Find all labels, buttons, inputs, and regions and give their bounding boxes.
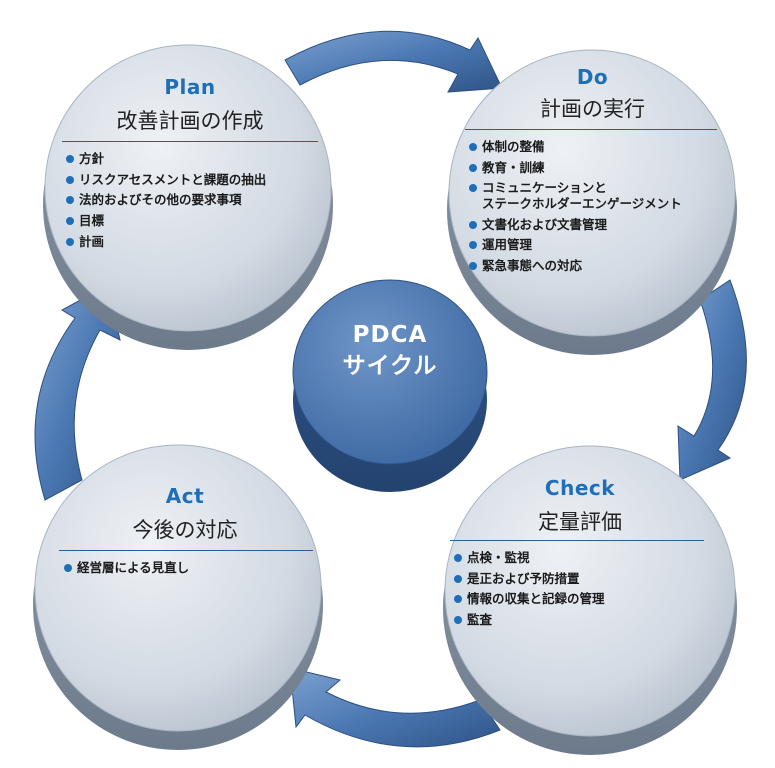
check-content: Check 定量評価 点検・監視 是正および予防措置 情報の収集と記録の管理 監… — [450, 476, 710, 676]
list-item: 監査 — [453, 612, 708, 628]
plan-items: 方針 リスクアセスメントと課題の抽出 法的およびその他の要求事項 目標 計画 — [65, 151, 320, 254]
do-divider — [465, 129, 717, 130]
list-item: 教育・訓練 — [468, 160, 730, 176]
list-item: 点検・監視 — [453, 550, 708, 566]
center-label: PDCA サイクル — [290, 320, 490, 382]
check-title-en: Check — [544, 476, 616, 500]
plan-divider — [62, 141, 318, 142]
list-item: 目標 — [65, 213, 320, 229]
act-title-ja: 今後の対応 — [132, 518, 238, 542]
plan-content: Plan 改善計画の作成 方針 リスクアセスメントと課題の抽出 法的およびその他… — [60, 75, 320, 295]
act-divider — [59, 550, 313, 551]
act-content: Act 今後の対応 経営層による見直し — [55, 484, 315, 604]
plan-title-en: Plan — [164, 75, 216, 99]
list-item: 経営層による見直し — [63, 560, 313, 576]
list-item: リスクアセスメントと課題の抽出 — [65, 172, 320, 188]
list-item: 方針 — [65, 151, 320, 167]
list-item: 法的およびその他の要求事項 — [65, 192, 320, 208]
disc-plan — [43, 44, 333, 350]
act-items: 経営層による見直し — [63, 560, 313, 581]
list-item: 是正および予防措置 — [453, 571, 708, 587]
list-item: 計画 — [65, 234, 320, 250]
check-title-ja: 定量評価 — [538, 510, 622, 534]
disc-act — [33, 444, 323, 750]
list-item: 緊急事態への対応 — [468, 258, 730, 274]
center-label-line2: サイクル — [342, 353, 438, 380]
act-title-en: Act — [165, 484, 205, 508]
list-item: コミュニケーションと ステークホルダーエンゲージメント — [468, 180, 730, 211]
check-divider — [450, 540, 704, 541]
plan-title-ja: 改善計画の作成 — [116, 109, 264, 133]
list-item: 体制の整備 — [468, 139, 730, 155]
do-items: 体制の整備 教育・訓練 コミュニケーションと ステークホルダーエンゲージメント … — [468, 139, 730, 278]
arrow-check-to-act — [289, 667, 501, 748]
center-label-line1: PDCA — [352, 322, 428, 348]
check-items: 点検・監視 是正および予防措置 情報の収集と記録の管理 監査 — [453, 550, 708, 633]
do-title-en: Do — [576, 65, 609, 89]
list-item: 情報の収集と記録の管理 — [453, 591, 708, 607]
list-item: 運用管理 — [468, 237, 730, 253]
do-content: Do 計画の実行 体制の整備 教育・訓練 コミュニケーションと ステークホルダー… — [465, 65, 725, 305]
disc-center — [292, 279, 488, 492]
disc-check — [443, 445, 737, 755]
disc-do — [447, 49, 737, 355]
list-item: 文書化および文書管理 — [468, 217, 730, 233]
do-title-ja: 計画の実行 — [540, 97, 645, 121]
